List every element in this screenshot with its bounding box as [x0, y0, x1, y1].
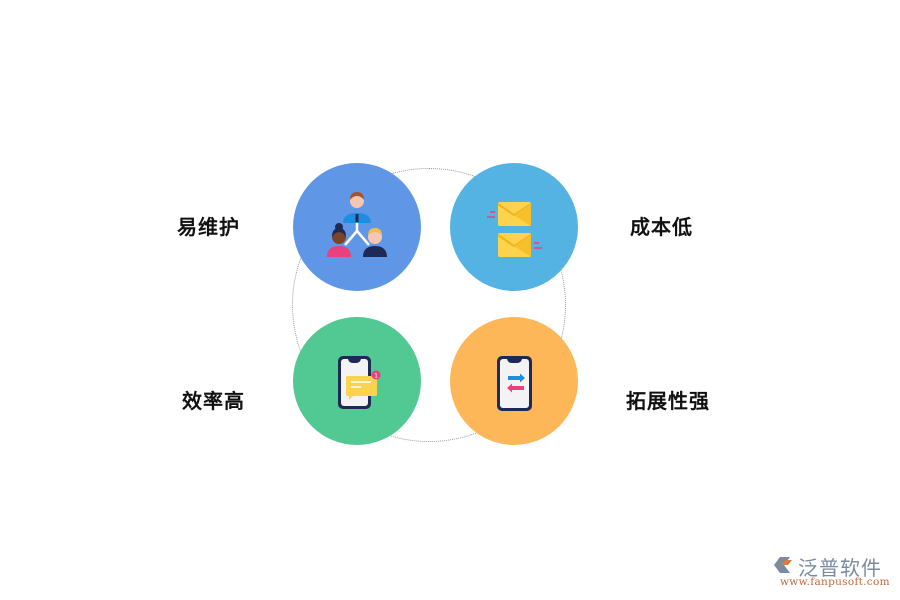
feature-label-maintainable: 易维护 — [177, 215, 240, 239]
feature-node-low-cost — [450, 163, 578, 291]
fanpu-logo-icon — [774, 557, 792, 573]
envelopes-icon — [487, 202, 542, 257]
svg-text:1: 1 — [374, 373, 378, 380]
feature-node-efficient: 1 — [293, 317, 421, 445]
feature-label-efficient: 效率高 — [182, 389, 245, 413]
watermark-name: 泛普软件 — [798, 556, 882, 580]
team-hierarchy-icon — [327, 192, 387, 257]
phone-transfer-icon — [497, 356, 532, 411]
watermark-url: www.fanpusoft.com — [780, 576, 890, 588]
feature-node-maintainable — [293, 163, 421, 291]
feature-label-low-cost: 成本低 — [630, 215, 693, 239]
feature-node-extensible — [450, 317, 578, 445]
phone-message-icon: 1 — [338, 356, 381, 409]
dotted-connector-ring — [292, 168, 566, 442]
watermark-logo: 泛普软件 www.fanpusoft.com — [770, 552, 895, 592]
feature-label-extensible: 拓展性强 — [626, 389, 710, 413]
